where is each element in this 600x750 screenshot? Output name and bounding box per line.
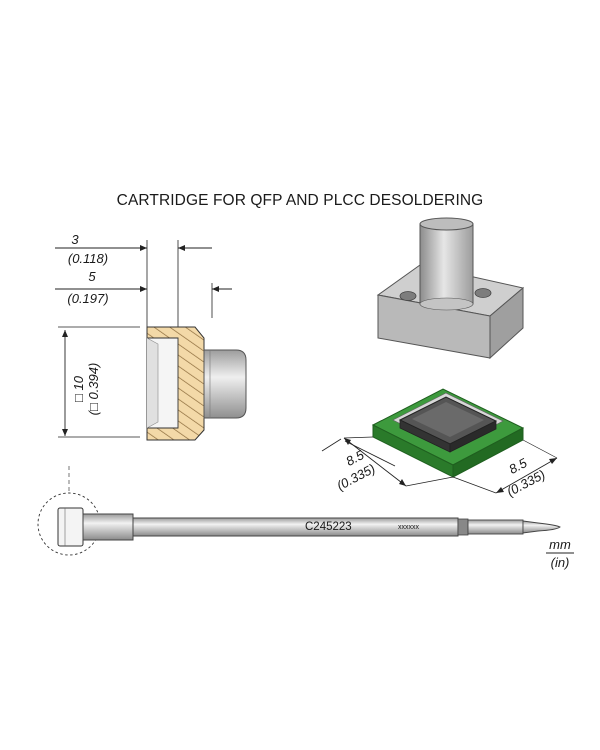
arrow-head (62, 429, 68, 436)
section-neck (203, 349, 247, 419)
depth-in-label: (0.118) (68, 251, 108, 266)
depth-dimension-line (495, 457, 558, 494)
qfp-chip-view: 8.5 (0.335) 8.5 (0.335) (321, 388, 558, 499)
arrow-head (140, 245, 147, 251)
cartridge-ring (457, 518, 469, 536)
depth-mm-label: 3 (71, 232, 79, 247)
units-secondary: (in) (551, 555, 570, 570)
cross-section-view: 3 (0.118) 5 (0.197) □ 10 (□ 0.394) (55, 232, 247, 441)
cartridge-reference: C245223 (305, 521, 352, 533)
chip-side (449, 420, 497, 453)
arrow-head (140, 286, 147, 292)
width-dimension-line (343, 437, 407, 487)
units-primary: mm (549, 537, 571, 552)
arrow-head (399, 479, 406, 486)
mounting-hole (474, 288, 492, 298)
square-mm-label: □ 10 (71, 375, 86, 402)
arrow-head (62, 330, 68, 337)
arrow-head (344, 438, 351, 445)
cartridge-tip (522, 520, 561, 534)
arrow-head (212, 286, 219, 292)
arrow-head (549, 458, 557, 464)
arrow-head (178, 245, 185, 251)
mounting-hole (399, 291, 417, 301)
diagram-title: CARTRIDGE FOR QFP AND PLCC DESOLDERING (116, 192, 484, 209)
cartridge-3d-view (376, 217, 525, 360)
cartridge-collar (82, 513, 134, 541)
cartridge-tip-shaft (467, 519, 524, 535)
cartridge-side-view: C245223 xxxxxx (37, 466, 561, 556)
cartridge-base-side (489, 286, 524, 360)
length-mm-label: 5 (88, 269, 96, 284)
cartridge-head (57, 507, 84, 547)
units-legend: mm (in) (546, 537, 574, 570)
square-in-label: (□ 0.394) (86, 363, 101, 416)
length-in-label: (0.197) (67, 291, 108, 306)
cartridge-mark: xxxxxx (398, 524, 420, 531)
arrow-head (496, 487, 504, 493)
cartridge-cylinder (419, 223, 474, 305)
